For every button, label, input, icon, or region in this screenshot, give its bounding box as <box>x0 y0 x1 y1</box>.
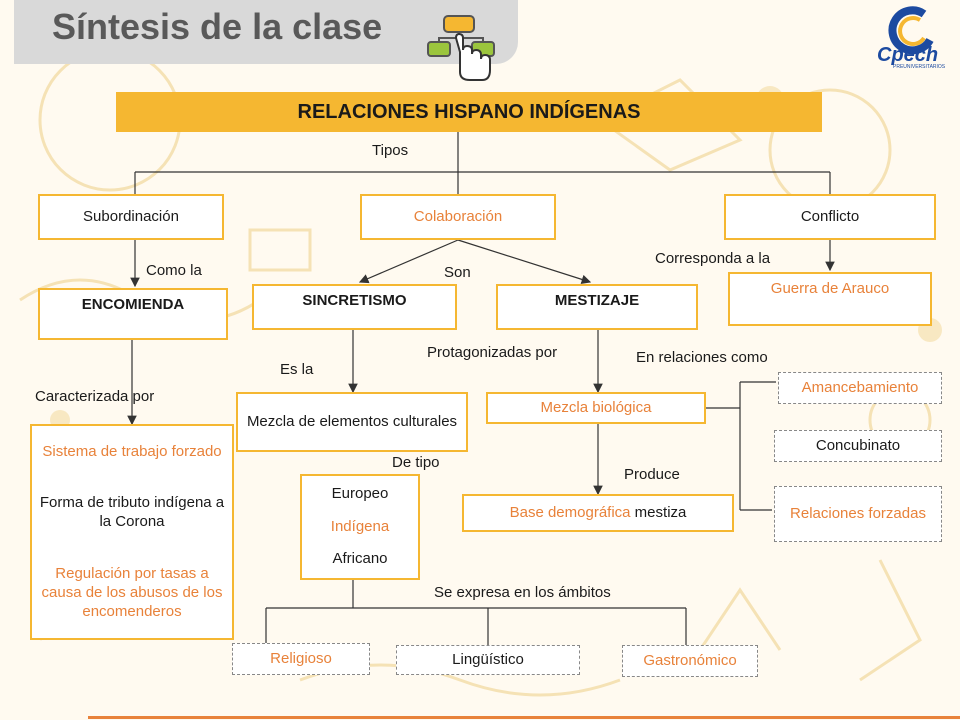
tipo-europeo: Europeo <box>331 484 389 502</box>
node-mestizaje: MESTIZAJE <box>496 284 698 330</box>
label-es-la: Es la <box>280 361 314 378</box>
node-encomienda: ENCOMIENDA <box>38 288 228 340</box>
node-guerra-arauco: Guerra de Arauco <box>728 272 932 326</box>
node-mezcla-biologica: Mezcla biológica <box>486 392 706 424</box>
bottom-rule <box>88 716 960 719</box>
diagram-root: RELACIONES HISPANO INDÍGENAS <box>116 92 822 132</box>
enc-item-trabajo-forzado: Sistema de trabajo forzado <box>42 442 222 460</box>
cpech-logo-icon <box>888 6 934 55</box>
node-encomienda-caracteristicas: Sistema de trabajo forzado Forma de trib… <box>30 424 234 640</box>
label-tipos: Tipos <box>372 142 409 159</box>
label-de-tipo: De tipo <box>392 454 440 471</box>
label-produce: Produce <box>624 466 680 483</box>
node-base-demografica: Base demográfica mestiza <box>462 494 734 532</box>
node-amancebamiento: Amancebamiento <box>778 372 942 404</box>
node-linguistico: Lingüístico <box>396 645 580 675</box>
flowchart-hand-icon <box>427 15 495 81</box>
page-title: Síntesis de la clase <box>52 6 383 47</box>
node-conflicto: Conflicto <box>724 194 936 240</box>
label-en-relaciones: En relaciones como <box>636 349 768 366</box>
node-gastronomico: Gastronómico <box>622 645 758 677</box>
tipo-indigena: Indígena <box>330 517 390 535</box>
node-concubinato: Concubinato <box>774 430 942 462</box>
base-mestiza-label: mestiza <box>630 503 687 521</box>
node-relaciones-forzadas: Relaciones forzadas <box>774 486 942 542</box>
node-tipos-culturales: Europeo Indígena Africano <box>300 474 420 580</box>
label-protagonizadas: Protagonizadas por <box>427 344 558 361</box>
enc-item-tributo: Forma de tributo indígena a la Corona <box>39 494 225 531</box>
label-son: Son <box>444 264 471 281</box>
node-sincretismo: SINCRETISMO <box>252 284 457 330</box>
label-como-la: Como la <box>146 262 202 279</box>
base-demografica-label: Base demográfica <box>509 503 631 521</box>
node-religioso: Religioso <box>232 643 370 675</box>
label-se-expresa: Se expresa en los ámbitos <box>434 584 611 601</box>
tipo-africano: Africano <box>332 550 388 568</box>
node-colaboracion: Colaboración <box>360 194 556 240</box>
label-corresponda: Corresponda a la <box>655 250 771 267</box>
label-caracterizada: Caracterizada por <box>35 388 155 405</box>
logo-subtitle: PREUNIVERSITARIOS <box>893 64 946 70</box>
node-mezcla-cultural: Mezcla de elementos culturales <box>236 392 468 452</box>
logo-wordmark: Cpech <box>877 44 939 66</box>
enc-item-regulacion: Regulación por tasas a causa de los abus… <box>41 565 223 620</box>
node-subordinacion: Subordinación <box>38 194 224 240</box>
